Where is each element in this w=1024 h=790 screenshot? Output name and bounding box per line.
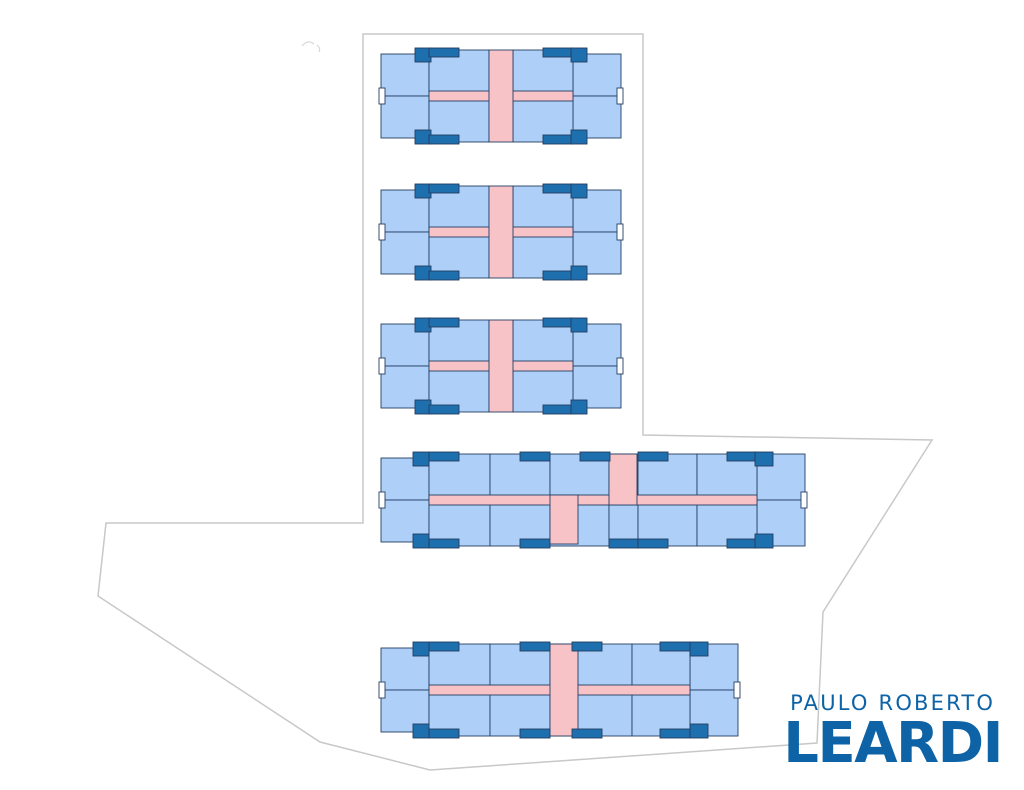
balcony <box>608 538 640 549</box>
wall-notch <box>800 491 808 509</box>
balcony <box>428 270 460 281</box>
apartment-unit <box>428 231 490 279</box>
lot-mark <box>316 44 321 53</box>
wall-notch <box>616 223 624 241</box>
apartment-unit <box>756 453 806 501</box>
wall-notch <box>378 87 386 105</box>
balcony <box>412 451 430 467</box>
balcony <box>659 728 691 739</box>
balcony <box>542 404 574 415</box>
balcony <box>428 404 460 415</box>
apartment-unit <box>428 643 491 691</box>
balcony <box>519 641 551 652</box>
balcony <box>637 451 669 462</box>
corridor <box>608 453 638 506</box>
balcony <box>542 183 574 194</box>
corridor <box>488 49 514 143</box>
wall-notch <box>378 357 386 375</box>
lot-outline <box>97 33 934 771</box>
lot-boundary <box>97 33 934 771</box>
balcony <box>570 47 588 63</box>
balcony <box>542 47 574 58</box>
buildings <box>378 47 808 739</box>
balcony <box>659 641 691 652</box>
apartment-unit <box>489 643 551 691</box>
apartment-unit <box>512 231 574 279</box>
building-2 <box>378 183 624 281</box>
wall-notch <box>378 491 386 509</box>
apartment-unit <box>512 319 574 367</box>
corridor <box>549 643 579 737</box>
balcony <box>542 134 574 145</box>
wall-notch <box>378 681 386 699</box>
wall-notch <box>378 223 386 241</box>
balcony <box>519 538 551 549</box>
balcony <box>570 265 588 281</box>
corridor <box>488 185 514 279</box>
balcony <box>428 317 460 328</box>
building-3 <box>378 317 624 415</box>
balcony <box>412 723 430 739</box>
balcony <box>689 723 709 739</box>
apartment-unit <box>428 499 491 547</box>
balcony <box>579 451 611 462</box>
balcony <box>428 641 460 652</box>
building-5 <box>378 641 741 739</box>
balcony <box>726 451 758 462</box>
balcony <box>754 451 774 467</box>
balcony <box>542 270 574 281</box>
balcony <box>519 451 551 462</box>
wall-notch <box>616 357 624 375</box>
balcony <box>571 641 603 652</box>
balcony <box>412 641 430 657</box>
balcony <box>412 533 430 549</box>
apartment-unit <box>512 49 574 97</box>
apartment-unit <box>549 453 610 501</box>
brand-line-1: PAULO ROBERTO <box>790 691 996 715</box>
balcony <box>570 317 588 333</box>
building-1 <box>378 47 624 145</box>
balcony <box>637 538 669 549</box>
corridor <box>488 319 514 413</box>
balcony <box>428 538 460 549</box>
apartment-unit <box>428 185 490 233</box>
balcony <box>571 728 603 739</box>
lot-mark <box>301 41 315 47</box>
balcony <box>428 183 460 194</box>
balcony <box>689 641 709 657</box>
corridor <box>549 494 579 545</box>
wall-notch <box>616 87 624 105</box>
apartment-unit <box>489 689 551 737</box>
apartment-unit <box>428 365 490 413</box>
balcony <box>519 728 551 739</box>
balcony <box>428 134 460 145</box>
wall-notch <box>733 681 741 699</box>
apartment-unit <box>512 365 574 413</box>
brand-logo: PAULO ROBERTO LEARDI <box>783 691 1003 776</box>
balcony <box>754 533 774 549</box>
corridor <box>428 494 758 506</box>
building-4 <box>378 451 808 549</box>
balcony <box>428 451 460 462</box>
balcony <box>726 538 758 549</box>
balcony <box>428 47 460 58</box>
apartment-unit <box>696 453 758 501</box>
brand-line-2: LEARDI <box>783 711 1003 776</box>
balcony <box>570 183 588 199</box>
apartment-unit <box>608 499 639 547</box>
balcony <box>570 399 588 415</box>
balcony <box>428 728 460 739</box>
balcony <box>570 129 588 145</box>
balcony <box>542 317 574 328</box>
